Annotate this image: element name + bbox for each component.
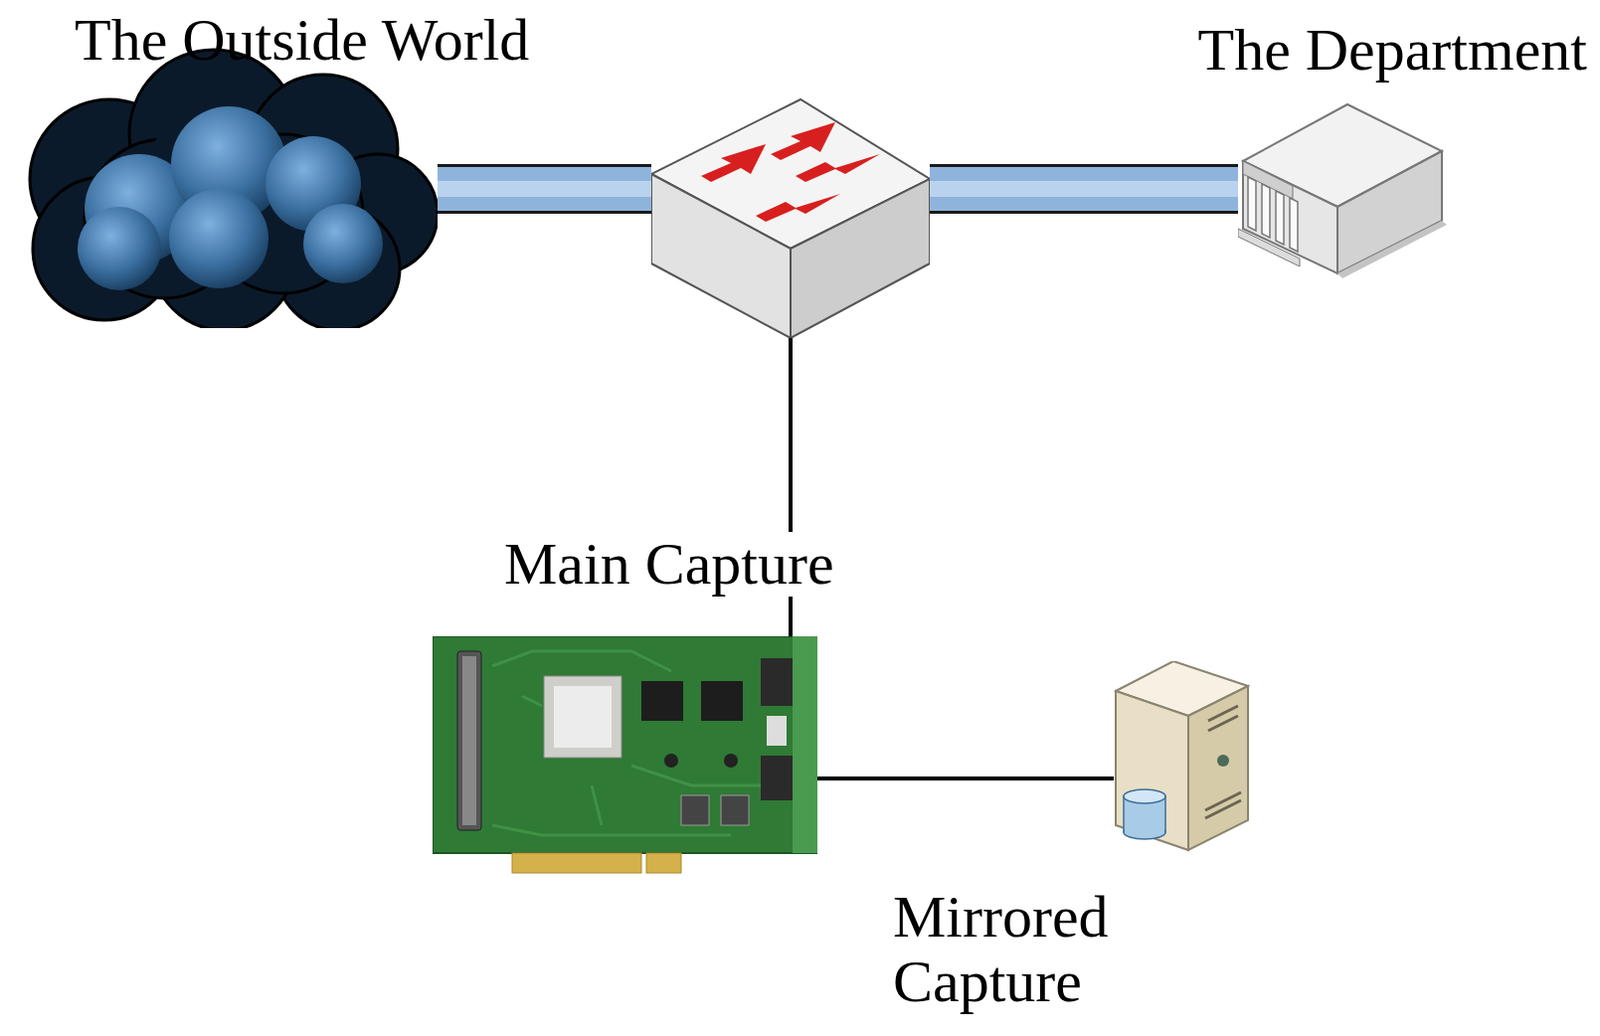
connector-stroke: [437, 164, 652, 214]
network-wire: [817, 778, 1114, 780]
capture-board-node: Main Capture: [432, 636, 818, 876]
cloud-node-illustration: [14, 44, 438, 329]
connector-stroke: [437, 180, 652, 197]
switch-node-illustration: [651, 84, 930, 339]
switch-node: [651, 84, 930, 339]
connector-stroke: [929, 167, 1239, 211]
building-node-illustration: [1238, 89, 1447, 281]
capture-board-node-illustration: [432, 636, 818, 876]
node-label: Main Capture: [500, 532, 839, 597]
connector-stroke: [437, 167, 652, 211]
connector-stroke: [929, 180, 1239, 197]
building-node: The Department: [1238, 89, 1447, 281]
connector-stroke: [929, 164, 1239, 214]
connector-stroke: [817, 776, 1114, 781]
cloud-node: The Outside World: [14, 44, 438, 329]
node-label: Mirrored Capture: [892, 885, 1162, 1015]
node-label: The Department: [1129, 17, 1588, 83]
server-node: Mirrored Capture: [1113, 661, 1263, 856]
server-node-illustration: [1113, 661, 1263, 856]
node-label: The Outside World: [74, 7, 592, 73]
network-band: [437, 188, 652, 190]
network-band: [929, 188, 1239, 190]
